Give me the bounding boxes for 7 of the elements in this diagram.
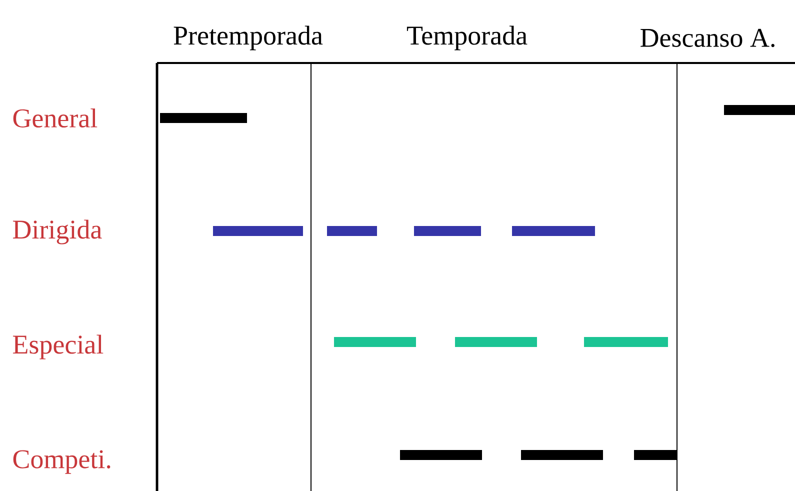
row-label: Competi.	[13, 450, 110, 474]
row-label: General	[13, 108, 98, 128]
column-header: Pretemporada	[174, 26, 323, 50]
row-label: Especial	[13, 334, 104, 360]
row-label: Dirigida	[13, 220, 102, 244]
column-header: Descanso A.	[640, 28, 774, 48]
column-header: Temporada	[406, 26, 528, 50]
